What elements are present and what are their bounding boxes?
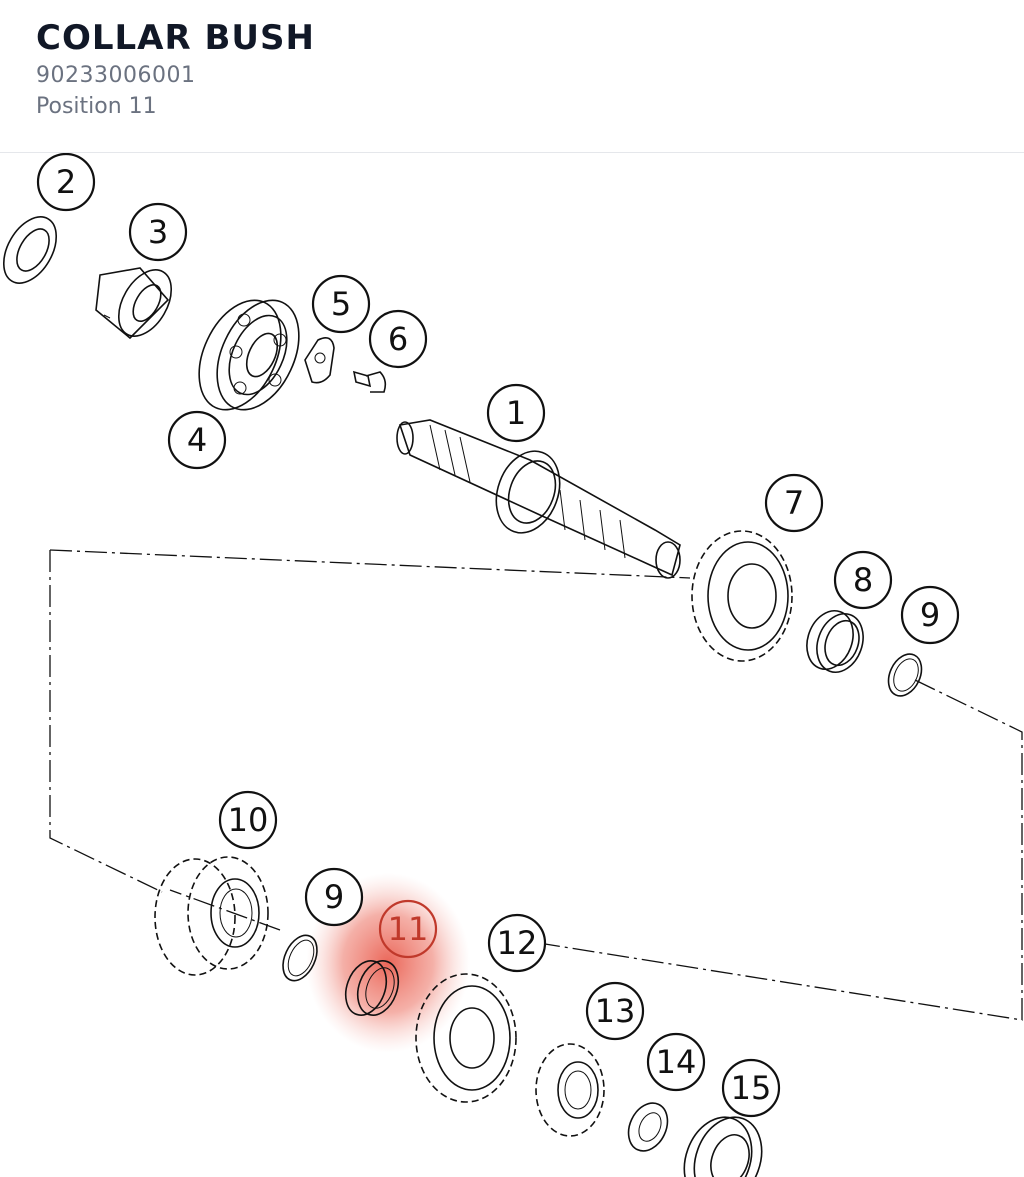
callout-7[interactable]: 7 bbox=[764, 473, 824, 533]
callout-11-label: 11 bbox=[388, 910, 429, 948]
part-12-gear[interactable] bbox=[415, 973, 517, 1103]
callout-3[interactable]: 3 bbox=[128, 202, 188, 262]
assembly-dashed-outline bbox=[49, 549, 1023, 1021]
part-2-washer[interactable] bbox=[0, 208, 67, 292]
callout-14[interactable]: 14 bbox=[646, 1032, 706, 1092]
callout-3-label: 3 bbox=[148, 213, 168, 251]
callout-15[interactable]: 15 bbox=[721, 1058, 781, 1118]
part-1-shaft[interactable] bbox=[396, 419, 681, 579]
callout-13[interactable]: 13 bbox=[585, 981, 645, 1041]
callout-6[interactable]: 6 bbox=[368, 309, 428, 369]
callout-2-label: 2 bbox=[56, 163, 76, 201]
part-position: Position 11 bbox=[36, 94, 157, 119]
part-9-circlip-lower[interactable] bbox=[276, 930, 323, 986]
callout-9-lower-label: 9 bbox=[324, 878, 344, 916]
callout-6-label: 6 bbox=[388, 320, 408, 358]
exploded-view-diagram: 2 3 4 5 6 1 7 8 9 10 9 11 bbox=[0, 153, 1023, 1177]
callout-8-label: 8 bbox=[853, 561, 873, 599]
callout-5[interactable]: 5 bbox=[311, 274, 371, 334]
callout-12-label: 12 bbox=[497, 924, 538, 962]
callout-4-label: 4 bbox=[187, 421, 207, 459]
callout-7-label: 7 bbox=[784, 484, 804, 522]
callout-9-upper[interactable]: 9 bbox=[900, 585, 960, 645]
part-14-washer[interactable] bbox=[621, 1097, 675, 1158]
callout-2[interactable]: 2 bbox=[36, 153, 96, 212]
part-11-collar-bush[interactable] bbox=[339, 955, 406, 1021]
callout-5-label: 5 bbox=[331, 285, 351, 323]
callout-11[interactable]: 11 bbox=[378, 899, 438, 959]
callout-14-label: 14 bbox=[656, 1043, 697, 1081]
callout-4[interactable]: 4 bbox=[167, 410, 227, 470]
part-8-bush[interactable] bbox=[799, 604, 871, 678]
part-title: COLLAR BUSH bbox=[36, 18, 315, 58]
callout-9-lower[interactable]: 9 bbox=[304, 867, 364, 927]
part-13-gear[interactable] bbox=[535, 1043, 605, 1137]
callout-15-label: 15 bbox=[731, 1069, 772, 1107]
part-5-lock-plate[interactable] bbox=[304, 337, 335, 384]
part-7-gear[interactable] bbox=[691, 530, 793, 662]
callout-10-label: 10 bbox=[228, 801, 269, 839]
callout-13-label: 13 bbox=[595, 992, 636, 1030]
callout-1-label: 1 bbox=[506, 394, 526, 432]
callout-10[interactable]: 10 bbox=[218, 790, 278, 850]
callout-12[interactable]: 12 bbox=[487, 913, 547, 973]
part-number: 90233006001 bbox=[36, 63, 196, 88]
part-15-bearing[interactable] bbox=[673, 1108, 773, 1177]
part-4-bearing[interactable] bbox=[183, 287, 315, 423]
callout-9-upper-label: 9 bbox=[920, 596, 940, 634]
part-3-bush[interactable] bbox=[95, 261, 182, 345]
callout-1[interactable]: 1 bbox=[486, 383, 546, 443]
part-header: COLLAR BUSH 90233006001 Position 11 bbox=[0, 0, 1024, 153]
callout-8[interactable]: 8 bbox=[833, 550, 893, 610]
part-6-screw[interactable] bbox=[352, 370, 387, 393]
part-10-gear[interactable] bbox=[154, 856, 269, 976]
part-9-circlip-upper[interactable] bbox=[882, 649, 928, 702]
